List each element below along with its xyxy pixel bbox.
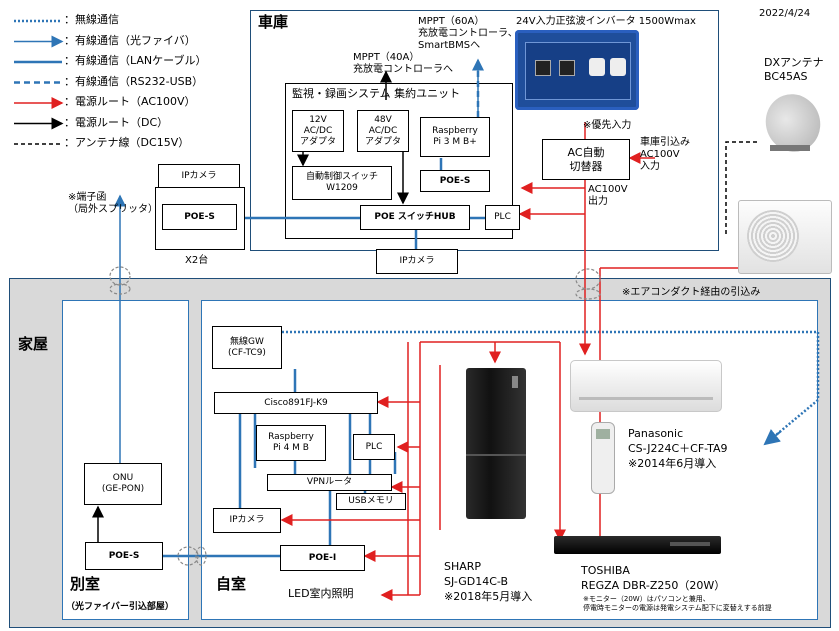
raspberry-pi4: Raspberry Pi 4 M B bbox=[256, 425, 326, 461]
ipcam-myroom: IPカメラ bbox=[213, 508, 281, 533]
aircon-indoor-unit-image bbox=[570, 360, 722, 412]
poe-i: POE-I bbox=[280, 545, 365, 571]
legend-label-3: ：有線通信（RS232-USB） bbox=[64, 74, 204, 88]
legend-label-5: ：電源ルート（DC） bbox=[64, 115, 169, 129]
inverter-label: 24V入力正弦波インバータ 1500Wmax bbox=[516, 16, 696, 27]
annex-title: 別室 bbox=[70, 575, 101, 593]
poe-s-garage: POE-S bbox=[420, 170, 490, 192]
wireless-gateway: 無線GW (CF-TC9) bbox=[212, 326, 282, 369]
mppt60-label: MPPT（60A） 充放電コントローラ、 SmartBMSへ bbox=[418, 16, 518, 51]
plc-garage: PLC bbox=[485, 205, 520, 230]
recorder-image bbox=[554, 536, 721, 554]
aircon-duct-note: ※エアコンダクト経由の引込み bbox=[622, 287, 761, 298]
toshiba-note: ※モニター（20W）はパソコンと兼用、 停電時モニターの電源は発電システム配下に… bbox=[583, 595, 772, 612]
plc-myroom: PLC bbox=[353, 434, 395, 460]
garage-title: 車庫 bbox=[258, 13, 289, 31]
adapter-12v: 12V AC/DC アダプタ bbox=[292, 110, 344, 152]
raspberry-pi3: Raspberry Pi 3 M B+ bbox=[420, 117, 490, 157]
system-unit-title: 監視・録画システム 集約ユニット bbox=[292, 87, 461, 100]
garage-ac-input-label: 車庫引込み AC100V 入力 bbox=[640, 137, 690, 172]
date-label: 2022/4/24 bbox=[759, 8, 811, 19]
annex-region bbox=[62, 300, 189, 620]
satellite-antenna-icon bbox=[757, 86, 830, 170]
legend-label-2: ：有線通信（LANケーブル） bbox=[64, 54, 207, 67]
legend-label-0: ：無線通信 bbox=[64, 13, 119, 26]
legend-label-6: ：アンテナ線（DC15V） bbox=[64, 136, 190, 149]
usb-memory: USBメモリ bbox=[336, 493, 406, 510]
refrigerator-image bbox=[466, 368, 526, 519]
panasonic-label: Panasonic CS-J224C＋CF-TA9 ※2014年6月導入 bbox=[628, 427, 728, 470]
aircon-outdoor-unit-image bbox=[738, 200, 832, 274]
mppt40-label: MPPT（40A） 充放電コントローラへ bbox=[353, 52, 453, 75]
poe-s-annex: POE-S bbox=[85, 542, 163, 570]
sharp-label: SHARP SJ-GD14C-B ※2018年5月導入 bbox=[444, 560, 533, 603]
ipcam-garage-bottom: IPカメラ bbox=[376, 249, 458, 274]
x2-label: X2台 bbox=[185, 255, 209, 266]
priority-input-label: ※優先入力 bbox=[583, 120, 632, 131]
cisco-router: Cisco891FJ-K9 bbox=[214, 392, 378, 414]
ac-output-label: AC100V 出力 bbox=[588, 184, 628, 207]
led-lighting-label: LED室内照明 bbox=[288, 587, 354, 600]
toshiba-label: TOSHIBA REGZA DBR-Z250（20W） bbox=[581, 564, 726, 592]
terminal-box-label: ※端子函 （局外スプリッタ） bbox=[68, 192, 158, 215]
adapter-48v: 48V AC/DC アダプタ bbox=[357, 110, 409, 152]
myroom-title: 自室 bbox=[216, 575, 247, 593]
remote-control-image bbox=[591, 422, 615, 494]
onu: ONU (GE-PON) bbox=[84, 463, 162, 505]
auto-control-switch: 自動制御スイッチ W1209 bbox=[292, 166, 392, 200]
vpn-router: VPNルータ bbox=[267, 474, 392, 491]
legend-label-1: ：有線通信（光ファイバ） bbox=[64, 33, 196, 47]
house-title: 家屋 bbox=[18, 335, 49, 353]
poe-s-outdoor: POE-S bbox=[162, 204, 237, 230]
ac-auto-switch: AC自動 切替器 bbox=[542, 139, 630, 180]
antenna-name: DXアンテナ BC45AS bbox=[764, 56, 824, 83]
poe-switch-hub: POE スイッチHUB bbox=[360, 205, 470, 230]
inverter-image bbox=[515, 30, 639, 110]
ipcam-outdoor: IPカメラ bbox=[158, 164, 240, 188]
annex-subtitle: （光ファイバー引込部屋） bbox=[66, 602, 174, 612]
legend-label-4: ：電源ルート（AC100V） bbox=[64, 95, 196, 108]
